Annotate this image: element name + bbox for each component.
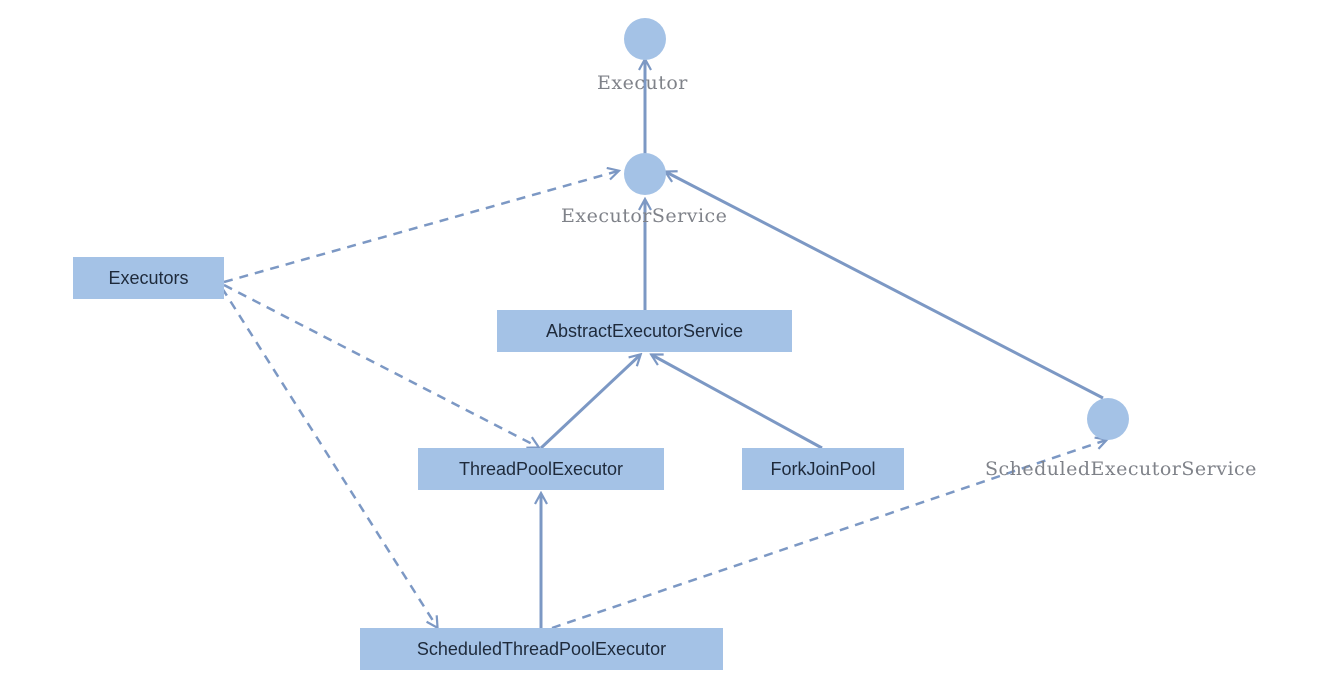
edge-scheduledexecutorservice-to-executorservice: [666, 172, 1104, 400]
executorservice-interface-node: [624, 153, 666, 195]
executorservice-interface-label: ExecutorService: [561, 205, 728, 227]
edge-executors-to-executorservice: [223, 171, 618, 284]
executor-interface-node: [624, 18, 666, 60]
abstractexecutorservice-class-node: AbstractExecutorService: [497, 310, 792, 352]
scheduledexecutorservice-interface-node: [1087, 398, 1129, 440]
edge-scheduledthreadpoolexecutor-to-scheduledexecutorservice: [551, 440, 1106, 630]
threadpoolexecutor-class-node: ThreadPoolExecutor: [418, 448, 664, 490]
executor-interface-label: Executor: [597, 72, 688, 94]
scheduledexecutorservice-interface-label: ScheduledExecutorService: [985, 458, 1257, 480]
forkjoinpool-class-node: ForkJoinPool: [742, 448, 904, 490]
edge-executors-to-threadpoolexecutor: [223, 283, 538, 447]
executors-class-node: Executors: [73, 257, 224, 299]
scheduledthreadpoolexecutor-class-node: ScheduledThreadPoolExecutor: [360, 628, 723, 670]
edge-forkjoinpool-to-abstractexecutorservice: [652, 355, 823, 450]
edge-executors-to-scheduledthreadpoolexecutor: [220, 287, 437, 627]
edge-threadpoolexecutor-to-abstractexecutorservice: [539, 355, 640, 450]
